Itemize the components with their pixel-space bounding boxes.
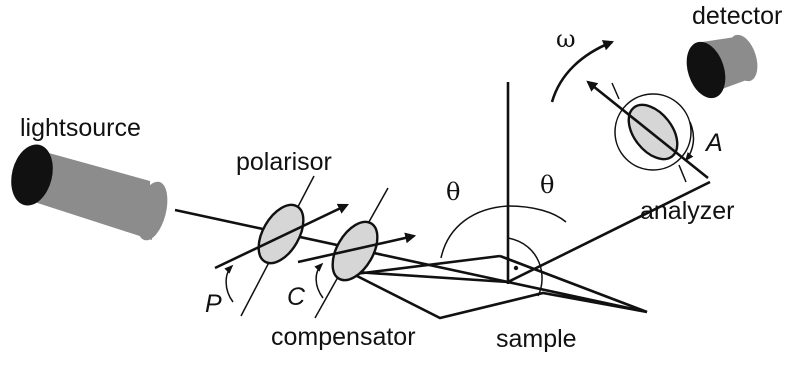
- analyzer-rotation-ring: [614, 93, 692, 171]
- detector-cylinder: [686, 34, 758, 99]
- compensator-disc: [331, 220, 379, 282]
- angle-P-label: P: [205, 290, 222, 318]
- analyzer-axis-line-lower: [678, 164, 687, 183]
- analyzer-angle-arc: [684, 121, 695, 162]
- sample-plane-back-edge: [354, 254, 501, 276]
- polarisor-angle-arc: [224, 264, 234, 303]
- compensator-label: compensator: [271, 323, 416, 351]
- polarisor-disc: [257, 203, 305, 265]
- analyzer-transmission-arrow: [586, 80, 709, 180]
- angle-C-label: C: [287, 283, 306, 311]
- theta-left-arc: [440, 205, 509, 259]
- compensator-axis-arrow: [297, 232, 417, 264]
- analyzer-element: [586, 80, 709, 183]
- sample-plane-right-edge: [499, 254, 648, 314]
- detector-aperture: [686, 41, 726, 99]
- lightsource-aperture: [11, 144, 53, 206]
- polarisor-transmission-arrow: [214, 203, 349, 270]
- theta-right-arc: [507, 205, 567, 223]
- angle-A-label: A: [704, 129, 723, 157]
- analyzer-label: analyzer: [640, 197, 735, 225]
- reflected-beam: [507, 180, 711, 284]
- detector-label: detector: [692, 2, 782, 30]
- polarisor-element: [214, 175, 349, 317]
- omega-rotation-arrow: [550, 40, 615, 103]
- compensator-angle-arc: [314, 262, 324, 299]
- plane-of-incidence-arc: [507, 237, 543, 297]
- compensator-element: [297, 187, 417, 319]
- right-angle-dot: [513, 265, 519, 271]
- sample-label: sample: [496, 325, 577, 353]
- analyzer-disc: [627, 103, 679, 161]
- analyzer-axis-line-upper: [611, 82, 620, 100]
- lightsource-label: lightsource: [20, 114, 141, 142]
- sample-plane: [354, 270, 648, 320]
- theta-left-label: θ: [446, 178, 460, 206]
- lightsource-cylinder: [11, 144, 168, 241]
- theta-right-label: θ: [540, 171, 554, 199]
- polarisor-label: polarisor: [236, 148, 332, 176]
- omega-label: ω: [556, 25, 576, 53]
